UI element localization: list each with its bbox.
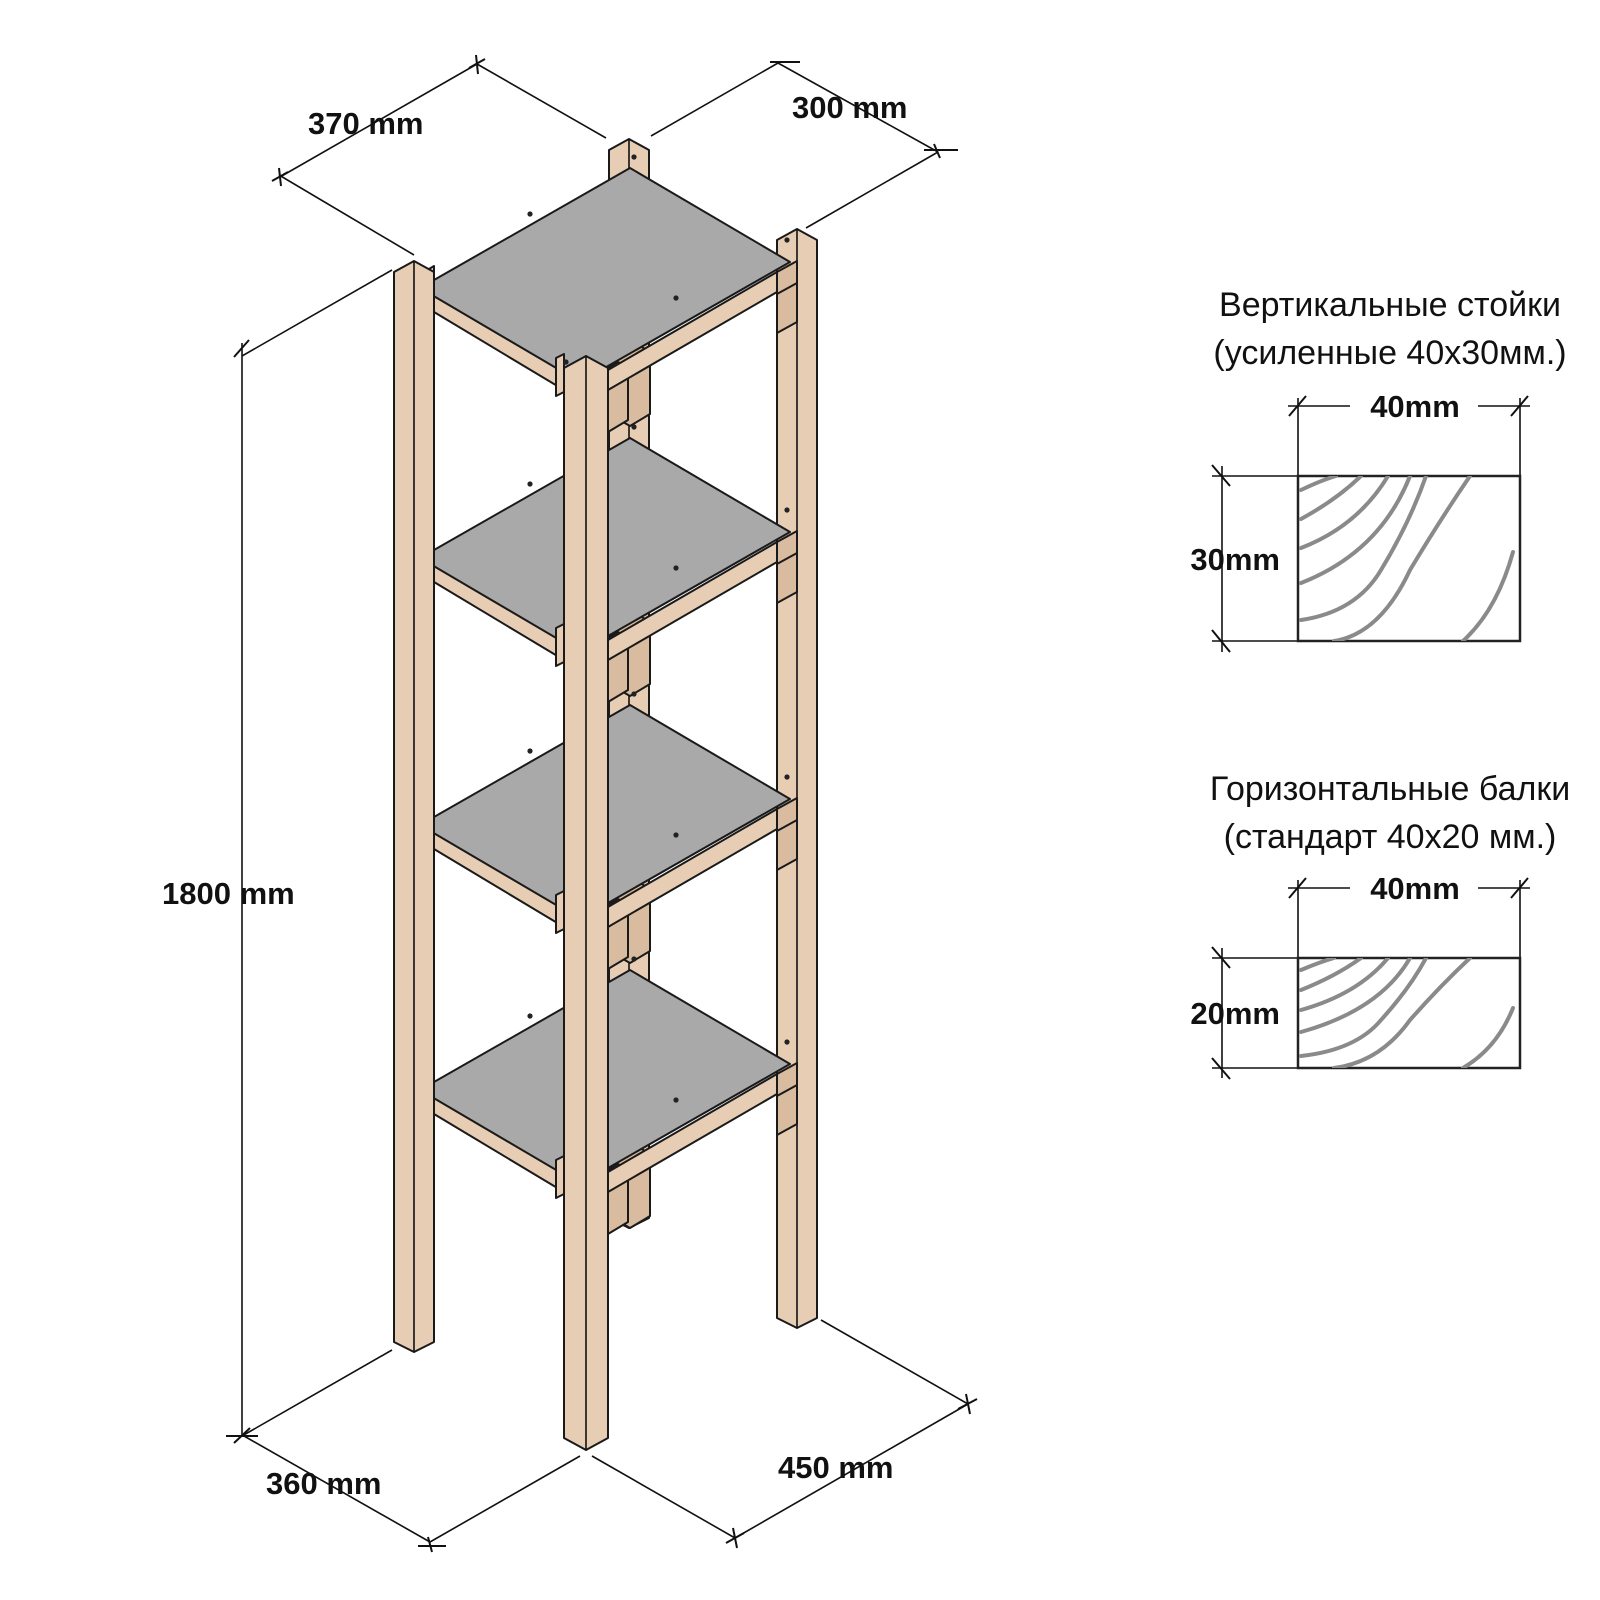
screw-2 (527, 1013, 533, 1019)
section-beams-height-label: 20mm (1190, 996, 1280, 1031)
section-vertical-posts: Вертикальные стойки (усиленные 40х30мм.)… (1190, 286, 1567, 653)
section-title-posts: Вертикальные стойки (1219, 286, 1561, 324)
wood-grain-beams (1299, 958, 1515, 1068)
right-beam-block (776, 1084, 798, 1136)
section-subtitle-posts: (усиленные 40х30мм.) (1213, 334, 1566, 372)
front-beam-block-right (555, 1155, 565, 1199)
front-beam-block-right (555, 623, 565, 667)
screw-3 (631, 956, 637, 962)
front-beam-block-right (555, 353, 565, 397)
screw-5 (673, 832, 679, 838)
front-right-post (563, 355, 609, 1451)
rear-right-post (776, 228, 818, 1329)
right-beam-block (776, 819, 798, 871)
screw-4 (784, 774, 790, 780)
section-subtitle-beams: (стандарт 40х20 мм.) (1224, 818, 1557, 856)
front-beam-block-right (555, 890, 565, 934)
shelf-panel (419, 167, 791, 383)
dim-300-label: 300 mm (792, 90, 907, 125)
section-posts-height-label: 30mm (1190, 542, 1280, 577)
dim-1800-label: 1800 mm (162, 876, 295, 911)
screw-5 (673, 1097, 679, 1103)
wood-grain-posts (1299, 476, 1515, 641)
screw-3 (631, 691, 637, 697)
section-title-beams: Горизонтальные балки (1210, 770, 1570, 808)
section-beams-width-label: 40mm (1370, 871, 1460, 906)
screw-4 (784, 237, 790, 243)
screw-2 (527, 481, 533, 487)
screw-2 (527, 211, 533, 217)
screw-4 (784, 1039, 790, 1045)
section-horizontal-beams: Горизонтальные балки (стандарт 40х20 мм.… (1190, 770, 1570, 1080)
section-posts-width-label: 40mm (1370, 389, 1460, 424)
front-left-post (393, 260, 435, 1353)
screw-3 (631, 424, 637, 430)
screw-5 (673, 565, 679, 571)
screw-5 (673, 295, 679, 301)
dim-360-label: 360 mm (266, 1466, 381, 1501)
right-beam-block (776, 552, 798, 604)
screw-2 (527, 748, 533, 754)
screw-6 (563, 359, 569, 365)
screw-4 (784, 507, 790, 513)
dim-370-label: 370 mm (308, 106, 423, 141)
dimension-lines (226, 54, 978, 1553)
right-beam-block (776, 282, 798, 334)
screw-3 (631, 154, 637, 160)
dim-450-label: 450 mm (778, 1450, 893, 1485)
